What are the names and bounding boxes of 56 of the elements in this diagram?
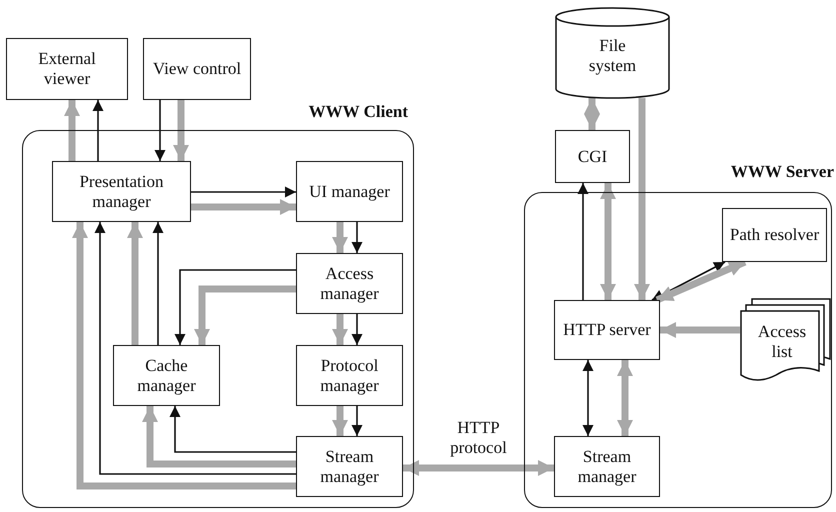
box-label: Access manager (319, 264, 380, 304)
process-box (143, 38, 251, 100)
box-label: UI manager (308, 182, 391, 202)
process-box (296, 345, 403, 406)
thick-arrow (617, 360, 633, 436)
process-box (296, 161, 403, 222)
thick-arrow (64, 100, 80, 161)
process-box (722, 208, 827, 262)
arrow (352, 314, 362, 345)
arrow (191, 186, 296, 198)
arrow (582, 360, 594, 436)
arrow (578, 183, 588, 300)
box-label: CGI (576, 146, 608, 166)
arrow (152, 222, 164, 345)
box-label: Stream manager (576, 446, 638, 486)
box-label: Stream manager (319, 446, 380, 486)
thick-arrow (127, 222, 143, 345)
arrow (352, 406, 362, 436)
thick-arrow (584, 98, 600, 130)
group-heading: WWW Server (730, 162, 834, 182)
thick-arrow (600, 183, 616, 300)
box-label: View control (152, 59, 242, 79)
thick-arrow (660, 322, 740, 338)
box-label: Access list (756, 322, 808, 362)
thick-arrow (403, 460, 554, 476)
box-label: File system (588, 36, 638, 76)
thick-arrow (194, 286, 296, 345)
box-label: Path resolver (728, 225, 820, 245)
edge-label: HTTP protocol (449, 418, 508, 458)
thick-arrow (173, 100, 189, 161)
process-box (554, 436, 660, 497)
arrow (174, 269, 296, 345)
process-box (554, 300, 660, 360)
process-box (296, 436, 403, 497)
process-box (555, 130, 630, 183)
thick-arrow (191, 199, 296, 215)
process-box (6, 38, 128, 100)
arrow (170, 406, 296, 453)
arrow (652, 261, 726, 301)
box-label: Protocol manager (319, 356, 380, 396)
thick-arrow (634, 98, 650, 300)
process-box (113, 345, 220, 406)
box-label: HTTP server (562, 320, 652, 340)
process-box (296, 253, 403, 314)
box-label: Cache manager (136, 356, 197, 396)
box-label: Presentation manager (78, 172, 165, 212)
thick-arrow (332, 406, 348, 436)
arrow (154, 100, 166, 161)
thick-arrow (332, 222, 348, 253)
arrow (352, 222, 362, 253)
arrow (92, 100, 104, 161)
group-heading: WWW Client (308, 102, 408, 122)
thick-arrow (332, 314, 348, 345)
box-label: External viewer (37, 49, 97, 89)
thick-arrow (142, 406, 296, 468)
process-box (52, 161, 191, 222)
